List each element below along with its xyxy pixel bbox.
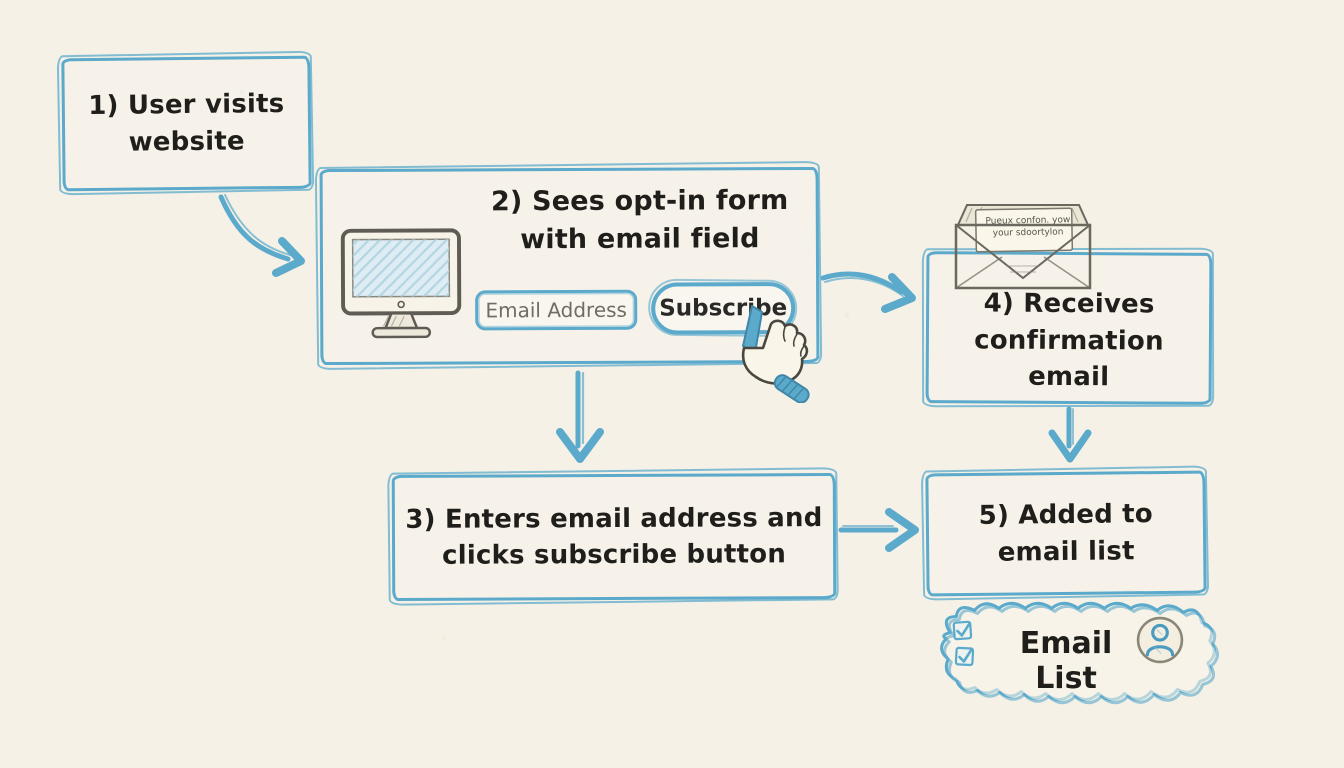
step-3-box: 3) Enters email address and clicks subsc… [391,473,837,601]
monitor-icon [337,223,466,348]
step-2-box: 2) Sees opt-in form with email field Ema… [319,166,820,366]
envelope-icon [948,200,1098,294]
email-input-placeholder: Email Address [485,297,627,323]
arrow-step1-to-step2 [218,194,305,277]
step-5-label: 5) Added to email list [978,499,1154,568]
email-list-label: Email List [1019,626,1113,696]
email-input[interactable]: Email Address [475,289,638,331]
checkbox-checked-icon [952,620,974,642]
arrow-step2-to-step4 [820,271,916,313]
email-list-cloud: Email List [934,594,1220,710]
step-1-label: 1) User visits website [88,89,285,158]
checkbox-checked-icon [954,646,976,668]
pointer-hand-icon [733,303,821,404]
arrow-step3-to-step5 [838,508,919,552]
step-2-label: 2) Sees opt-in form with email field [490,185,789,256]
step-5-box: 5) Added to email list [925,470,1207,597]
step-4-label: 4) Receives confirmation email [974,288,1164,393]
envelope-note: Pueux confon. yow your sdoortylon [985,215,1071,239]
arrow-step2-to-step3 [556,370,604,463]
step-1-box: 1) User visits website [61,55,312,192]
step-3-label: 3) Enters email address and clicks subsc… [405,502,823,571]
person-avatar-icon [1136,616,1184,664]
arrow-step4-to-step5 [1048,406,1092,463]
